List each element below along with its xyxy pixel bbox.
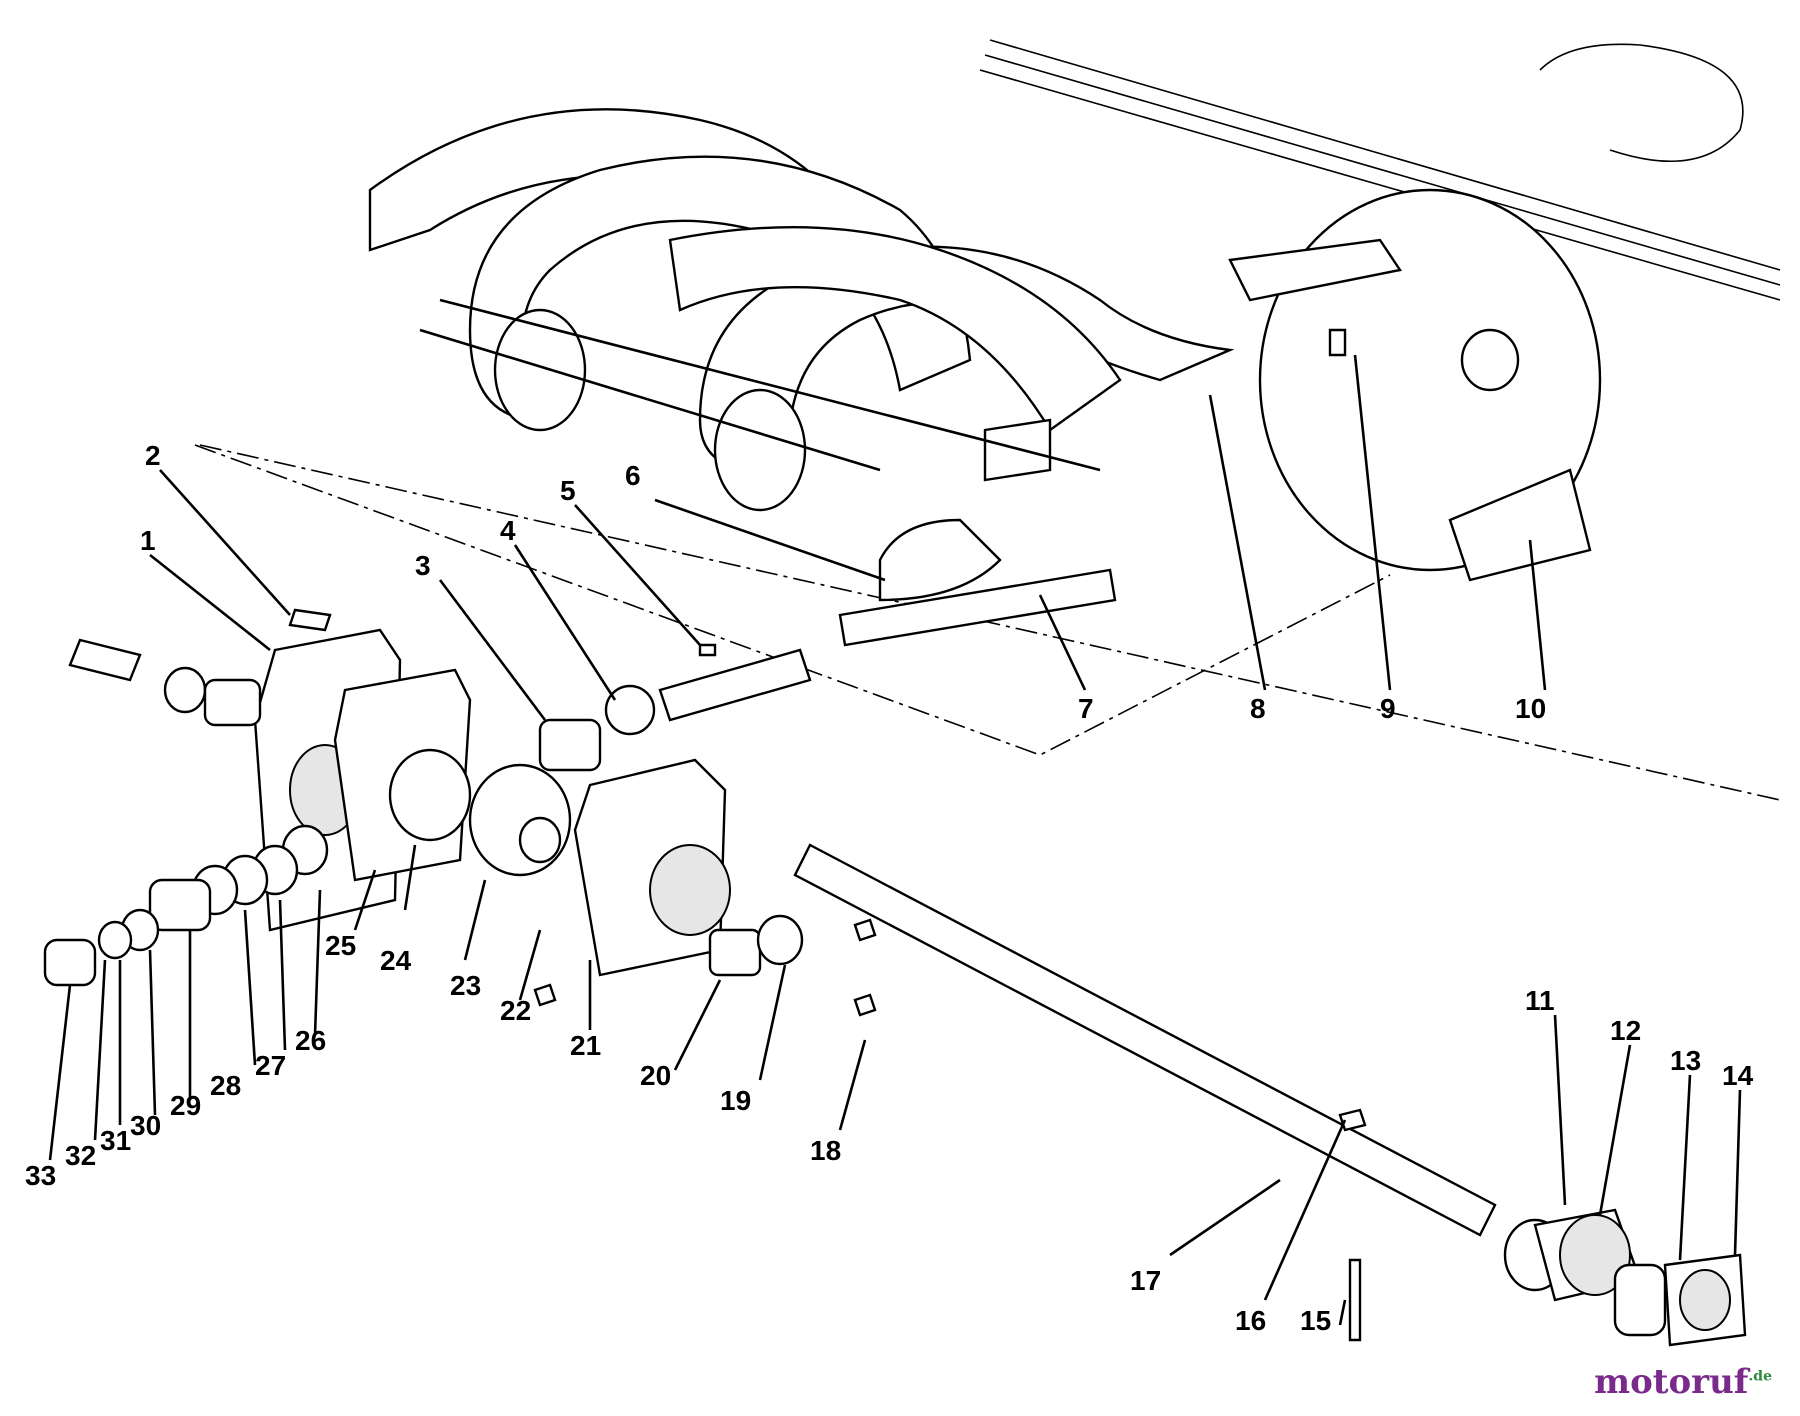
callout-11: 11 [1525,985,1555,1016]
callout-7: 7 [1078,693,1094,724]
callout-21: 21 [570,1030,601,1061]
gearbox-assembly [253,628,731,977]
callout-31: 31 [100,1125,131,1156]
shafts [68,568,1497,1237]
bearings-and-washers [43,666,804,987]
callout-5: 5 [560,475,576,506]
callout-16: 16 [1235,1305,1266,1336]
callout-28: 28 [210,1070,241,1101]
callout-25: 25 [325,930,356,961]
callout-3: 3 [415,550,431,581]
callout-29: 29 [170,1090,201,1121]
callout-27: 27 [255,1050,286,1081]
callout-1: 1 [140,525,156,556]
callout-labels: 1 2 3 4 5 6 7 8 9 10 11 12 13 14 15 16 1… [25,440,1754,1336]
callout-15: 15 [1300,1305,1331,1336]
watermark-tld: .de [1748,1368,1772,1385]
callout-24: 24 [380,945,412,976]
callout-30: 30 [130,1110,161,1141]
housing-outline [194,39,1781,801]
callout-26: 26 [295,1025,326,1056]
callout-13: 13 [1670,1045,1701,1076]
callout-32: 32 [65,1140,96,1171]
watermark-brand: motoruf [1594,1362,1749,1402]
callout-20: 20 [640,1060,671,1091]
callout-33: 33 [25,1160,56,1191]
leader-lines [48,354,1742,1326]
callout-8: 8 [1250,693,1266,724]
callout-23: 23 [450,970,481,1001]
callout-17: 17 [1130,1265,1161,1296]
watermark-logo: motoruf.de [1594,1362,1772,1402]
end-bearing-assembly [1503,1208,1747,1347]
callout-12: 12 [1610,1015,1641,1046]
callout-18: 18 [810,1135,841,1166]
auger-assembly [368,108,1235,602]
callout-9: 9 [1380,693,1396,724]
callout-14: 14 [1722,1060,1754,1091]
callout-22: 22 [500,995,531,1026]
callout-6: 6 [625,460,641,491]
callout-10: 10 [1515,693,1546,724]
impeller-disc [1228,188,1602,582]
callout-2: 2 [145,440,161,471]
callout-4: 4 [500,515,516,546]
callout-19: 19 [720,1085,751,1116]
